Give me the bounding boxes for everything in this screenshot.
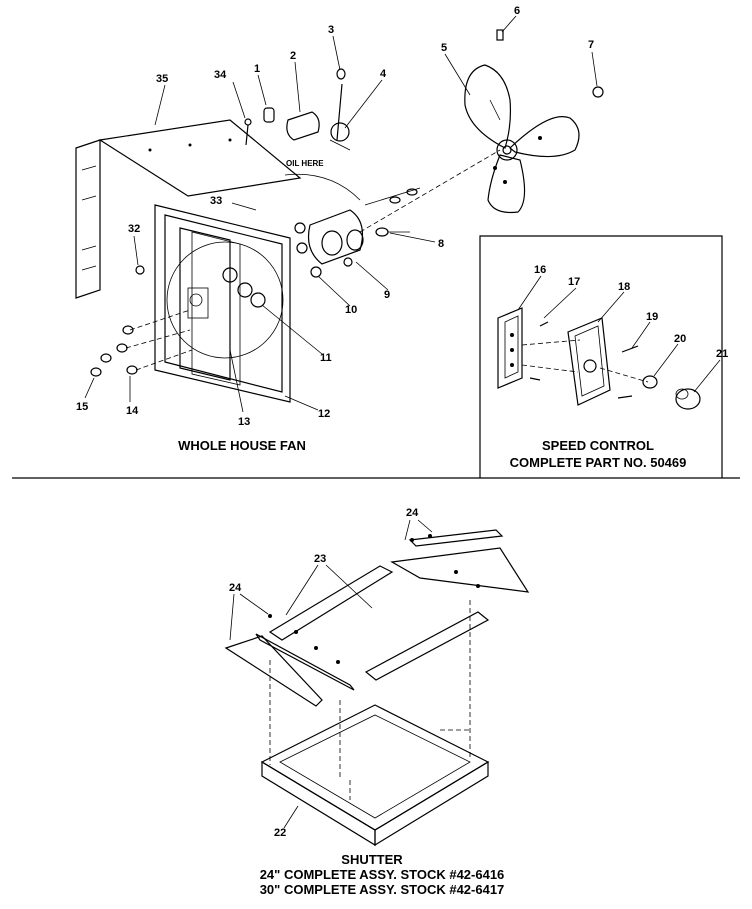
- callout-20: 20: [674, 333, 686, 345]
- shutter-caption: SHUTTER: [341, 852, 403, 867]
- callout-6: 6: [514, 5, 520, 17]
- callout-24-left: 24: [229, 582, 242, 594]
- callout-8: 8: [438, 238, 444, 250]
- callout-2: 2: [290, 50, 296, 62]
- callout-18: 18: [618, 281, 630, 293]
- fastener-stack-drawing: [90, 265, 193, 377]
- callout-35: 35: [156, 73, 168, 85]
- motor-drawing: [284, 149, 501, 278]
- speed-control-drawing: [497, 307, 701, 410]
- callout-10: 10: [345, 304, 357, 316]
- oil-here-annotation: OIL HERE: [286, 159, 324, 168]
- callout-21: 21: [716, 348, 728, 360]
- speed-control-leader-lines: [517, 275, 721, 393]
- shutter-section: 24 23 24 22 SHUTTER 24" COMPLETE ASSY. S…: [224, 507, 530, 897]
- callout-13: 13: [238, 416, 250, 428]
- shutter-leader-lines: [229, 519, 433, 829]
- speed-control-part-number: COMPLETE PART NO. 50469: [510, 455, 687, 470]
- fan-blade-drawing: [464, 64, 580, 214]
- callout-4: 4: [380, 68, 387, 80]
- callout-17: 17: [568, 276, 580, 288]
- callout-23: 23: [314, 553, 326, 565]
- whole-house-fan-section: 1 2 3 4 5 6 7 8 9 10 11 12 13 14 15 32 3…: [75, 5, 604, 453]
- callout-19: 19: [646, 311, 658, 323]
- callout-9: 9: [384, 289, 390, 301]
- speed-control-section: 16 17 18 19 20 21 SPEED CONTROL COMPLETE…: [479, 235, 728, 478]
- speed-control-callouts: 16 17 18 19 20 21: [534, 264, 728, 360]
- capacitor-drawing: [244, 29, 604, 151]
- callout-15: 15: [76, 401, 88, 413]
- callout-3: 3: [328, 24, 334, 36]
- mounting-bracket-drawing: [75, 119, 302, 299]
- speed-control-caption: SPEED CONTROL: [542, 438, 654, 453]
- callout-12: 12: [318, 408, 330, 420]
- fan-callouts: 1 2 3 4 5 6 7 8 9 10 11 12 13 14 15 32 3…: [76, 5, 594, 428]
- callout-16: 16: [534, 264, 546, 276]
- callout-22: 22: [274, 827, 286, 839]
- callout-34: 34: [214, 69, 227, 81]
- shutter-30-inch-stock: 30" COMPLETE ASSY. STOCK #42-6417: [260, 882, 505, 897]
- callout-1: 1: [254, 63, 260, 75]
- callout-32: 32: [128, 223, 140, 235]
- callout-14: 14: [126, 405, 139, 417]
- shutter-24-inch-stock: 24" COMPLETE ASSY. STOCK #42-6416: [260, 867, 505, 882]
- shutter-drawing: [224, 529, 530, 847]
- shutter-callouts: 24 23 24 22: [229, 507, 419, 839]
- callout-11: 11: [320, 352, 332, 364]
- whole-house-fan-caption: WHOLE HOUSE FAN: [178, 438, 306, 453]
- callout-5: 5: [441, 42, 447, 54]
- callout-7: 7: [588, 39, 594, 51]
- callout-24-right: 24: [406, 507, 419, 519]
- fan-leader-lines: [84, 15, 598, 413]
- callout-33: 33: [210, 195, 222, 207]
- fan-frame-drawing: [154, 204, 291, 403]
- speed-control-box: [479, 235, 723, 478]
